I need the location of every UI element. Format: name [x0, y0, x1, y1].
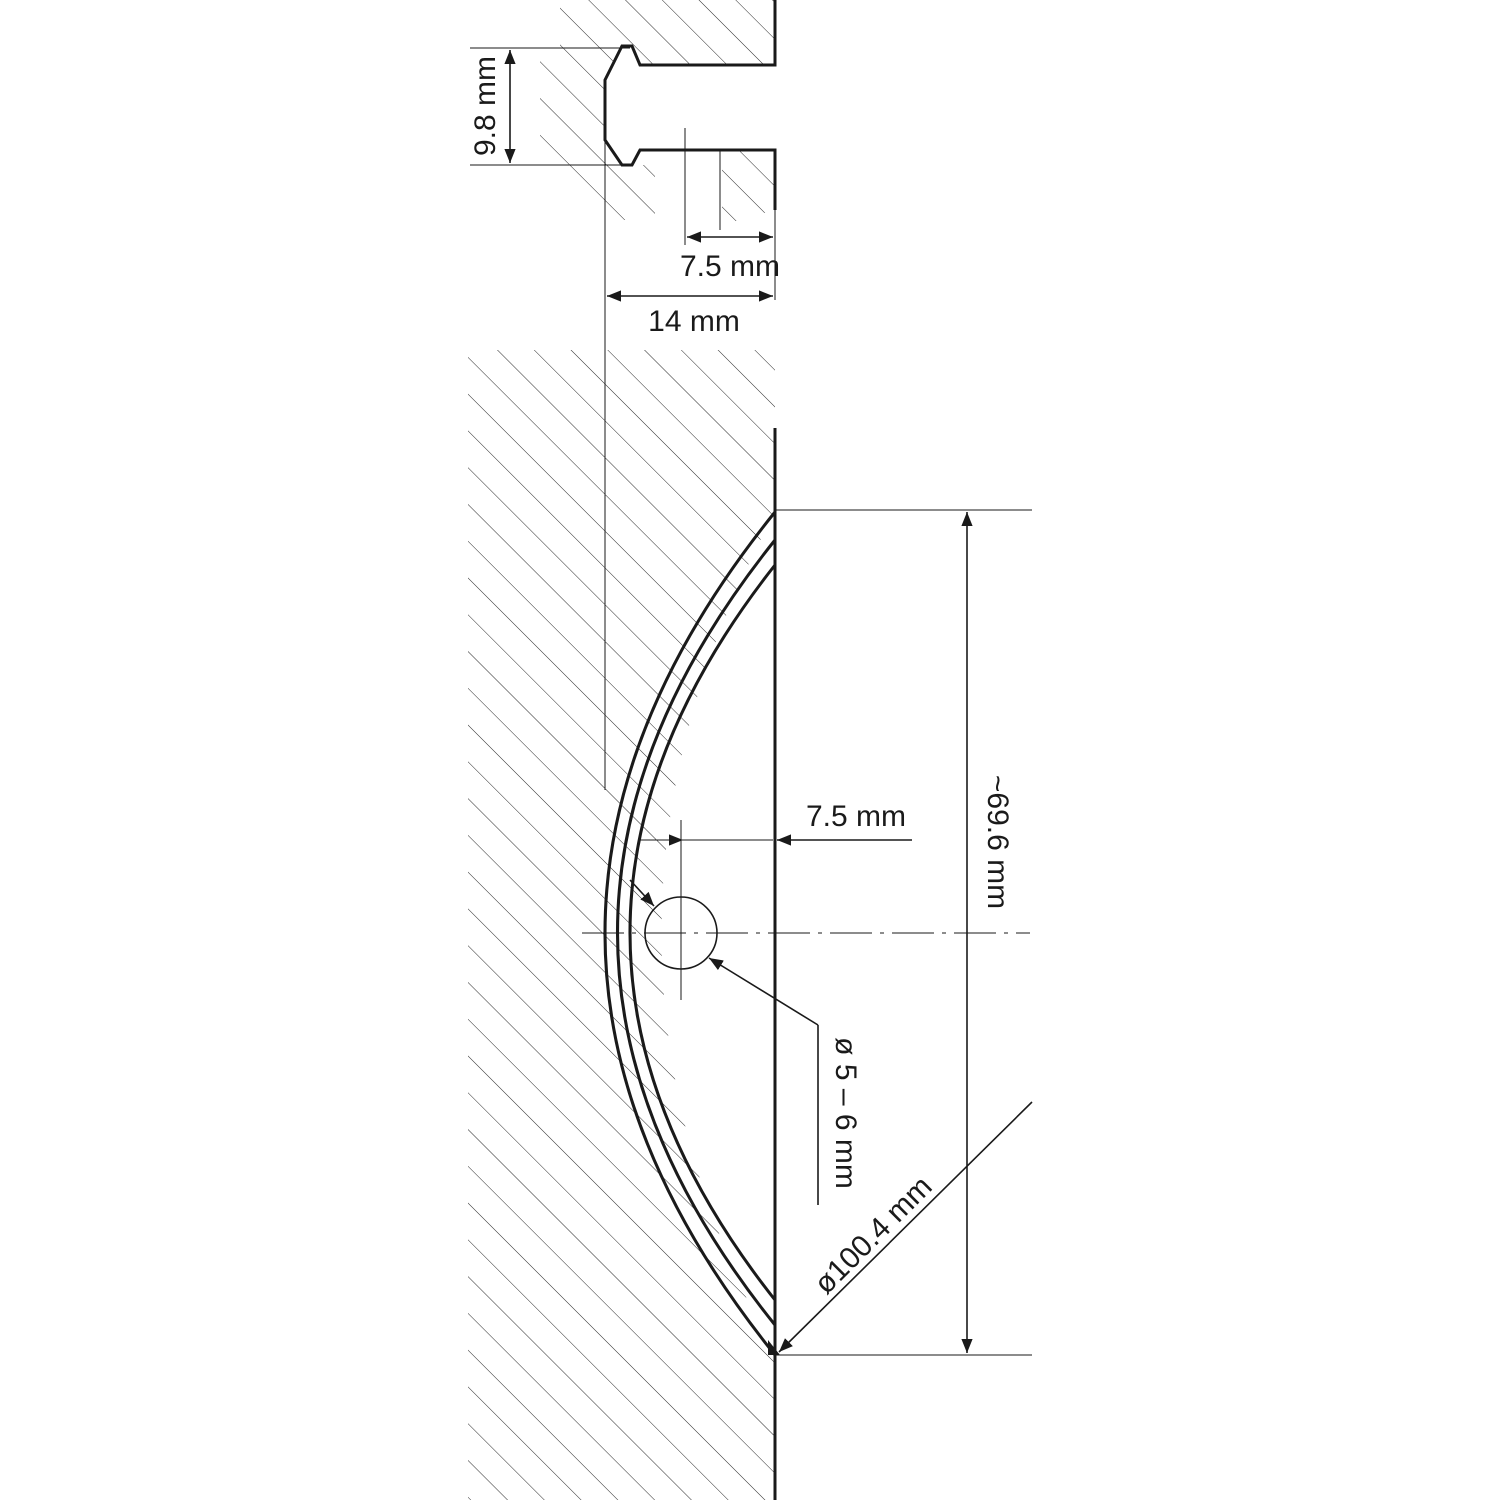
groove-wall-hatch-top — [560, 0, 775, 65]
leader-arc-diameter — [778, 1101, 1033, 1353]
arc-diameter-dimension: ø100.4 mm — [778, 1101, 1033, 1353]
label-groove-height: 9.8 mm — [469, 56, 502, 156]
groove-outline — [603, 0, 777, 210]
label-groove-total: 14 mm — [648, 305, 740, 338]
leader-hole-diameter — [708, 957, 819, 1026]
wall-hatch — [468, 350, 775, 1500]
arc-end-bottom — [768, 1340, 780, 1355]
groove-wall-hatch-left-lower — [545, 165, 655, 220]
label-channel-height: ~69.6 mm — [981, 775, 1014, 909]
label-groove-inner: 7.5 mm — [680, 250, 780, 283]
groove-detail: 9.8 mm 7.5 mm 14 mm — [469, 0, 780, 790]
label-hole-offset: 7.5 mm — [806, 800, 906, 833]
groove-wall-hatch-left — [540, 48, 620, 165]
wall-section — [468, 350, 780, 1500]
label-hole-diameter: ø 5 – 6 mm — [829, 1037, 862, 1189]
label-arc-diameter: ø100.4 mm — [808, 1170, 939, 1301]
hole-detail: 7.5 mm ø 5 – 6 mm — [582, 800, 1030, 1205]
channel-height-dimension: ~69.6 mm — [775, 509, 1032, 1356]
channel-arc-inner-2 — [628, 564, 777, 1301]
groove-wall-hatch-bottom — [722, 150, 775, 225]
hole-circle — [644, 896, 718, 970]
